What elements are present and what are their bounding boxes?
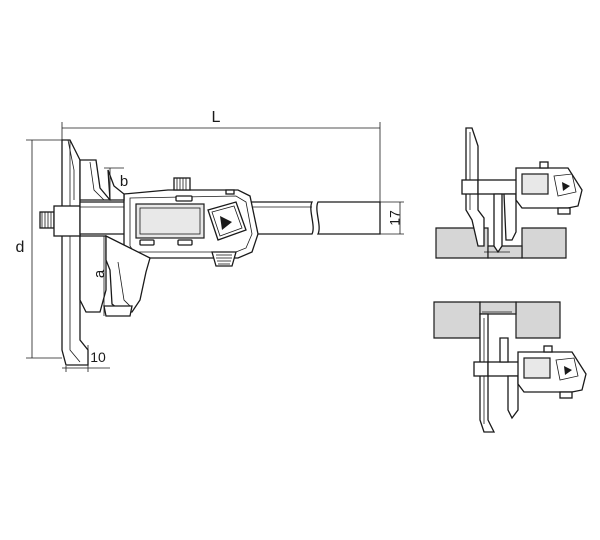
fixed-upper-jaw-detail: [89, 161, 105, 201]
tool-thumb-roller: [557, 207, 571, 215]
tool-triangle-icon: [562, 182, 570, 191]
workpiece-top-right: [521, 227, 567, 259]
adjust-knob-body: [53, 205, 81, 237]
depth-base-tip: [67, 139, 75, 200]
workpiece-bottom-left: [433, 301, 481, 339]
triangle-icon: [220, 216, 232, 230]
tool-beam: [477, 179, 521, 195]
slider-button-left: [139, 239, 155, 246]
dim-label-L: L: [212, 109, 221, 126]
tool-knob: [461, 179, 479, 195]
tool2-lock-screw: [543, 345, 553, 353]
usage-example-step: [433, 301, 587, 433]
thumb-roller-ridges: [216, 254, 232, 265]
dim-label-a: a: [91, 269, 108, 278]
sliding-lower-jaw-detail: [117, 261, 131, 307]
triangle-button-pad-inner: [211, 205, 243, 237]
tool-button-pad: [553, 173, 577, 197]
slider-button-right: [177, 239, 193, 246]
tool2-triangle-icon: [564, 366, 572, 375]
tool2-thumb-roller: [559, 391, 573, 399]
tool2-beam: [487, 361, 523, 377]
tool-jaw-down-right: [503, 193, 517, 241]
thumb-roller: [211, 251, 237, 267]
tool-jaw-down: [493, 193, 503, 254]
lcd-display-inner: [139, 207, 201, 235]
fixed-upper-jaw: [79, 159, 112, 201]
adjust-knob-ridges: [41, 212, 52, 228]
tool2-jaw-up: [499, 337, 509, 363]
tool2-button-pad: [555, 357, 579, 381]
tool-lcd: [521, 173, 549, 195]
beam-end: [316, 201, 381, 235]
main-caliper: L d b a 17 10: [16, 109, 404, 372]
tool-lock-screw: [539, 161, 549, 169]
usage-example-depth: [435, 127, 583, 259]
slider-top-tab: [225, 189, 235, 195]
dim-label-d: d: [16, 239, 25, 256]
tool2-jaw-down: [507, 375, 519, 420]
sliding-upper-jaw: [107, 169, 125, 201]
tool2-knob: [473, 361, 489, 377]
tool2-lcd: [523, 357, 551, 379]
dim-label-b: b: [120, 173, 128, 190]
workpiece-bottom-step: [479, 301, 517, 315]
workpiece-bottom-right: [515, 301, 561, 339]
lcd-display: [135, 203, 205, 239]
slider-top-button: [175, 195, 193, 202]
dim-label-17: 17: [387, 210, 403, 226]
lock-screw: [173, 177, 191, 191]
dim-label-10: 10: [90, 349, 106, 365]
lower-jaw-tip: [103, 305, 133, 317]
lock-screw-ridges: [176, 178, 187, 190]
